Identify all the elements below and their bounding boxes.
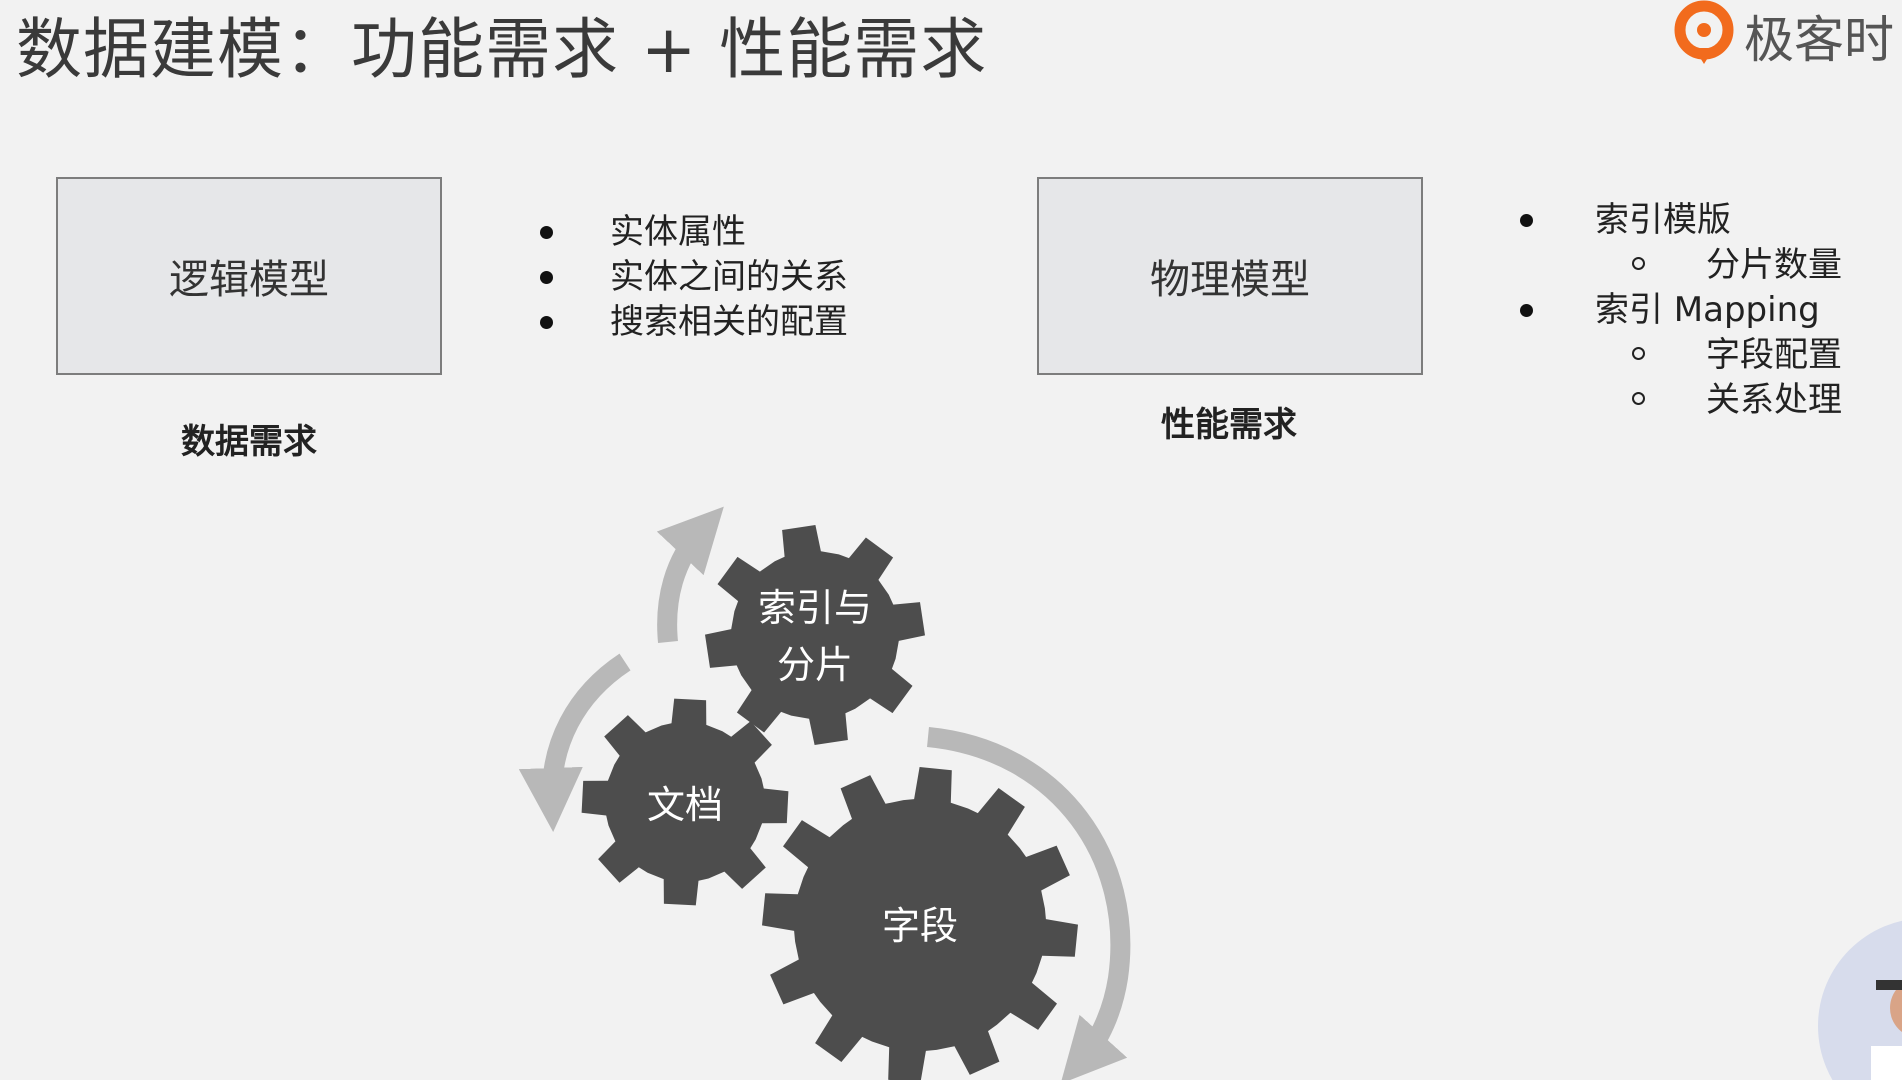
list-item: 搜索相关的配置 xyxy=(540,300,848,345)
sub-bullet-ring-icon xyxy=(1632,392,1645,405)
bullet-text: 实体属性 xyxy=(610,212,746,252)
bullet-text: 分片数量 xyxy=(1706,245,1842,285)
list-item: 关系处理 xyxy=(1520,378,1842,423)
gear-document-label: 文档 xyxy=(647,783,723,827)
logical-model-box: 逻辑模型 xyxy=(56,177,442,375)
bullet-text: 关系处理 xyxy=(1706,380,1842,420)
bullet-text: 字段配置 xyxy=(1706,335,1842,375)
cycle-arrow-right xyxy=(927,727,1131,1080)
list-item: 字段配置 xyxy=(1520,333,1842,378)
logical-model-label: 逻辑模型 xyxy=(169,257,329,303)
physical-model-label: 物理模型 xyxy=(1150,257,1310,303)
gear-field-label: 字段 xyxy=(882,904,958,948)
gear-big-body xyxy=(762,767,1078,1080)
gear-index-sharding-label-line1: 索引与 xyxy=(758,586,872,630)
logo-mark-icon xyxy=(1674,0,1734,64)
bullet-dot-icon xyxy=(1520,214,1533,227)
slide-title: 数据建模：功能需求 + 性能需求 xyxy=(16,11,988,88)
list-item: 索引模版 xyxy=(1520,198,1842,243)
gear-index-sharding xyxy=(705,525,925,745)
data-requirements-caption: 数据需求 xyxy=(181,422,317,462)
list-item: 索引 Mapping xyxy=(1520,288,1842,333)
cycle-arrow-left xyxy=(518,653,631,832)
logical-model-bullets: 实体属性 实体之间的关系 搜索相关的配置 xyxy=(540,210,848,345)
bullet-dot-icon xyxy=(1520,304,1533,317)
gear-document xyxy=(581,698,789,906)
bullet-dot-icon xyxy=(540,226,553,239)
list-item: 实体之间的关系 xyxy=(540,255,848,300)
performance-requirements-caption: 性能需求 xyxy=(1161,405,1297,445)
bullet-text: 实体之间的关系 xyxy=(610,257,848,297)
bullet-text: 搜索相关的配置 xyxy=(610,302,848,342)
physical-model-box: 物理模型 xyxy=(1037,177,1423,375)
bullet-text: 索引模版 xyxy=(1595,200,1731,240)
physical-model-bullets: 索引模版 分片数量 索引 Mapping 字段配置 关系处理 xyxy=(1520,198,1842,423)
sub-bullet-ring-icon xyxy=(1632,347,1645,360)
gear-left-body xyxy=(581,698,789,906)
sub-bullet-ring-icon xyxy=(1632,257,1645,270)
gear-top-body xyxy=(705,525,925,745)
logo-text: 极客时 xyxy=(1744,11,1894,69)
cycle-arrow-top xyxy=(656,506,724,643)
bullet-dot-icon xyxy=(540,271,553,284)
gear-field xyxy=(762,767,1078,1080)
bullet-text: 索引 Mapping xyxy=(1595,290,1820,330)
gear-index-sharding-label-line2: 分片 xyxy=(777,643,853,687)
presenter-avatar xyxy=(1818,920,1902,1080)
bullet-dot-icon xyxy=(540,316,553,329)
list-item: 分片数量 xyxy=(1520,243,1842,288)
list-item: 实体属性 xyxy=(540,210,848,255)
brand-logo: 极客时 xyxy=(1672,0,1902,70)
